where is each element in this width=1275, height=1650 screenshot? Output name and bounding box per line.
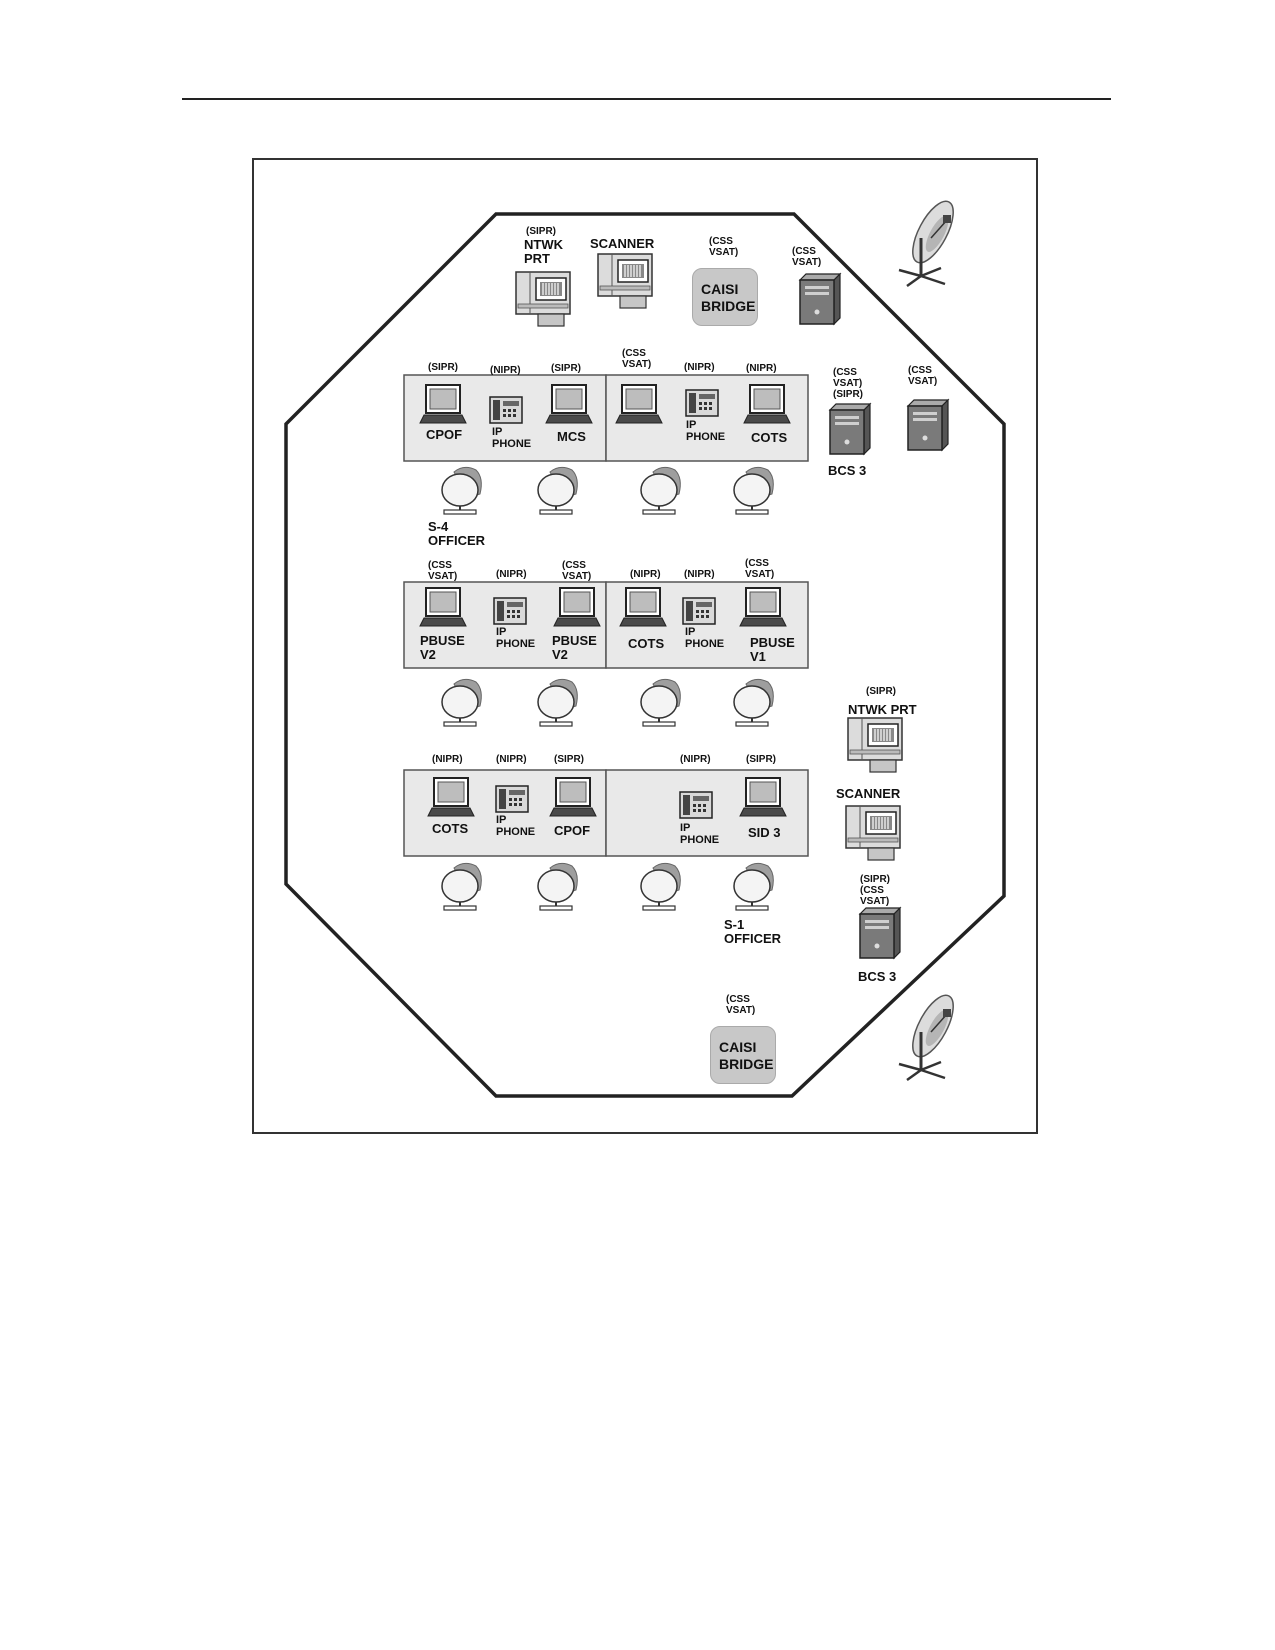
chair-icon — [733, 862, 775, 911]
header-rule — [182, 98, 1111, 100]
network-label: (SIPR) — [746, 754, 776, 765]
device-label: CPOF — [426, 427, 463, 442]
device-label: MCS — [557, 429, 586, 444]
laptop-icon — [619, 587, 667, 627]
laptop-icon — [549, 777, 597, 817]
server-icon — [859, 907, 901, 959]
s4-officer-label: S-4 OFFICER — [428, 519, 486, 549]
caisi-bridge-bottom: CAISI BRIDGE — [710, 1026, 776, 1084]
chair-icon — [537, 466, 579, 515]
network-label: (CSS VSAT) — [562, 560, 592, 582]
chair-icon — [640, 466, 682, 515]
device-label: COTS — [432, 821, 469, 836]
network-label: (CSS VSAT) — [726, 994, 756, 1016]
caisi-bridge-label: CAISI BRIDGE — [719, 1039, 774, 1072]
ip-phone-icon — [685, 389, 719, 417]
device-label: PBUSE V2 — [552, 633, 597, 663]
network-label: (SIPR) — [428, 362, 458, 373]
network-printer-icon — [515, 271, 571, 327]
laptop-icon — [427, 777, 475, 817]
laptop-icon — [739, 587, 787, 627]
bcs3-label: BCS 3 — [858, 969, 897, 984]
network-printer-label: NTWK PRT — [848, 702, 917, 717]
network-label: (NIPR) — [630, 569, 661, 580]
octagon-perimeter — [284, 212, 1006, 1098]
network-label: (CSS VSAT) — [792, 246, 822, 268]
network-printer-icon — [847, 717, 903, 773]
network-label: (SIPR) — [551, 363, 581, 374]
device-label: PBUSE V1 — [750, 635, 795, 665]
scanner-label: SCANNER — [836, 786, 901, 801]
chair-icon — [640, 862, 682, 911]
device-label: COTS — [751, 430, 788, 445]
ip-phone-icon — [493, 597, 527, 625]
network-label: (SIPR) — [526, 226, 556, 237]
network-label: (CSS VSAT) — [622, 348, 652, 370]
satellite-dish-icon — [897, 193, 963, 288]
network-printer-label: NTWK PRT — [524, 237, 563, 267]
chair-icon — [441, 466, 483, 515]
chair-icon — [537, 862, 579, 911]
chair-icon — [537, 678, 579, 727]
device-label: IP PHONE — [492, 426, 532, 451]
device-label: COTS — [628, 636, 665, 651]
caisi-bridge-label: CAISI BRIDGE — [701, 281, 756, 314]
chair-icon — [733, 466, 775, 515]
scanner-icon — [845, 805, 901, 861]
network-label: (NIPR) — [432, 754, 463, 765]
device-label: IP PHONE — [686, 419, 726, 444]
laptop-icon — [553, 587, 601, 627]
network-label: (CSS VSAT) — [428, 560, 458, 582]
device-label: IP PHONE — [496, 814, 536, 839]
device-label: IP PHONE — [496, 626, 536, 651]
scanner-label: SCANNER — [590, 236, 655, 251]
chair-icon — [441, 678, 483, 727]
server-icon — [829, 403, 871, 455]
device-label: PBUSE V2 — [420, 633, 465, 663]
chair-icon — [441, 862, 483, 911]
network-label: (SIPR) (CSS VSAT) — [860, 874, 890, 907]
ip-phone-icon — [495, 785, 529, 813]
s1-officer-label: S-1 OFFICER — [724, 917, 782, 947]
ip-phone-icon — [679, 791, 713, 819]
laptop-icon — [419, 587, 467, 627]
network-label: (NIPR) — [490, 365, 521, 376]
laptop-icon — [739, 777, 787, 817]
network-label: (SIPR) — [866, 686, 896, 697]
network-label: (CSS VSAT) — [709, 236, 739, 258]
laptop-icon — [615, 384, 663, 424]
chair-icon — [640, 678, 682, 727]
laptop-icon — [545, 384, 593, 424]
server-icon — [907, 399, 949, 451]
device-label: IP PHONE — [685, 626, 725, 651]
satellite-dish-icon — [897, 987, 963, 1082]
device-label: SID 3 — [748, 825, 781, 840]
network-label: (CSS VSAT) — [908, 365, 938, 387]
bcs3-label: BCS 3 — [828, 463, 867, 478]
laptop-icon — [743, 384, 791, 424]
server-icon — [799, 273, 841, 325]
network-label: (NIPR) — [684, 362, 715, 373]
chair-icon — [733, 678, 775, 727]
network-label: (CSS VSAT) — [745, 558, 775, 580]
ip-phone-icon — [489, 396, 523, 424]
network-label: (NIPR) — [496, 569, 527, 580]
caisi-bridge-top: CAISI BRIDGE — [692, 268, 758, 326]
network-label: (NIPR) — [496, 754, 527, 765]
network-label: (NIPR) — [746, 363, 777, 374]
device-label: CPOF — [554, 823, 591, 838]
laptop-icon — [419, 384, 467, 424]
scanner-icon — [597, 253, 653, 309]
network-label: (CSS VSAT) (SIPR) — [833, 367, 863, 400]
network-label: (NIPR) — [684, 569, 715, 580]
network-label: (SIPR) — [554, 754, 584, 765]
device-label: IP PHONE — [680, 822, 720, 847]
network-label: (NIPR) — [680, 754, 711, 765]
figure-frame — [252, 158, 1038, 1134]
ip-phone-icon — [682, 597, 716, 625]
